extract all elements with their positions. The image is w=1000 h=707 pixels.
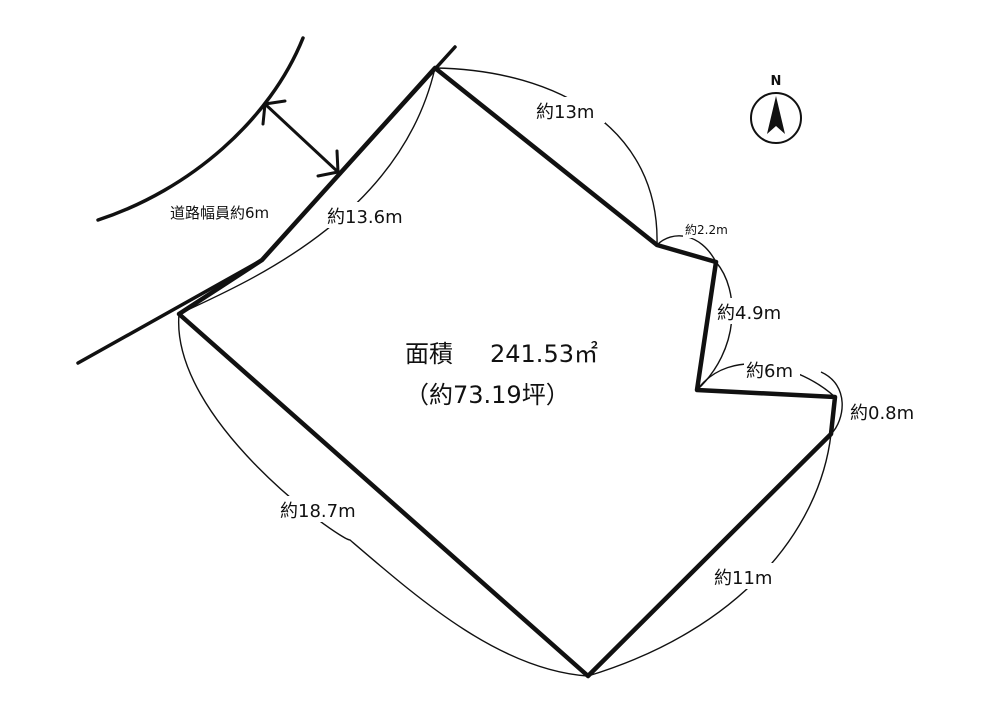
dim-arc-front <box>178 67 436 315</box>
road-width-arrow <box>261 99 340 178</box>
dim-label-short-2: 約4.9m <box>717 303 781 324</box>
road-edge-far <box>96 36 305 222</box>
dim-label-south-west: 約18.7m <box>280 501 356 522</box>
dim-label-short-3: 約6m <box>746 361 793 382</box>
north-arrow-icon <box>767 96 785 134</box>
dim-arc-south-west <box>178 313 589 677</box>
dim-label-front: 約13.6m <box>327 207 403 228</box>
dim-label-south-east: 約11m <box>714 568 772 589</box>
area-label: 面積 <box>405 340 453 368</box>
dim-label-short-1: 約2.2m <box>685 222 728 237</box>
road-width-label: 道路幅員約6m <box>170 204 269 222</box>
dim-label-short-4: 約0.8m <box>850 403 914 424</box>
north-arrow-compass: N <box>750 74 802 144</box>
dim-label-north-east: 約13m <box>536 102 594 123</box>
dim-arc-short-4 <box>820 371 843 435</box>
plot-boundary <box>176 65 838 679</box>
area-tsubo: （約73.19坪） <box>405 381 570 409</box>
area-value: 241.53㎡ <box>490 340 598 368</box>
compass-circle <box>750 92 802 144</box>
compass-north-letter: N <box>771 74 782 89</box>
